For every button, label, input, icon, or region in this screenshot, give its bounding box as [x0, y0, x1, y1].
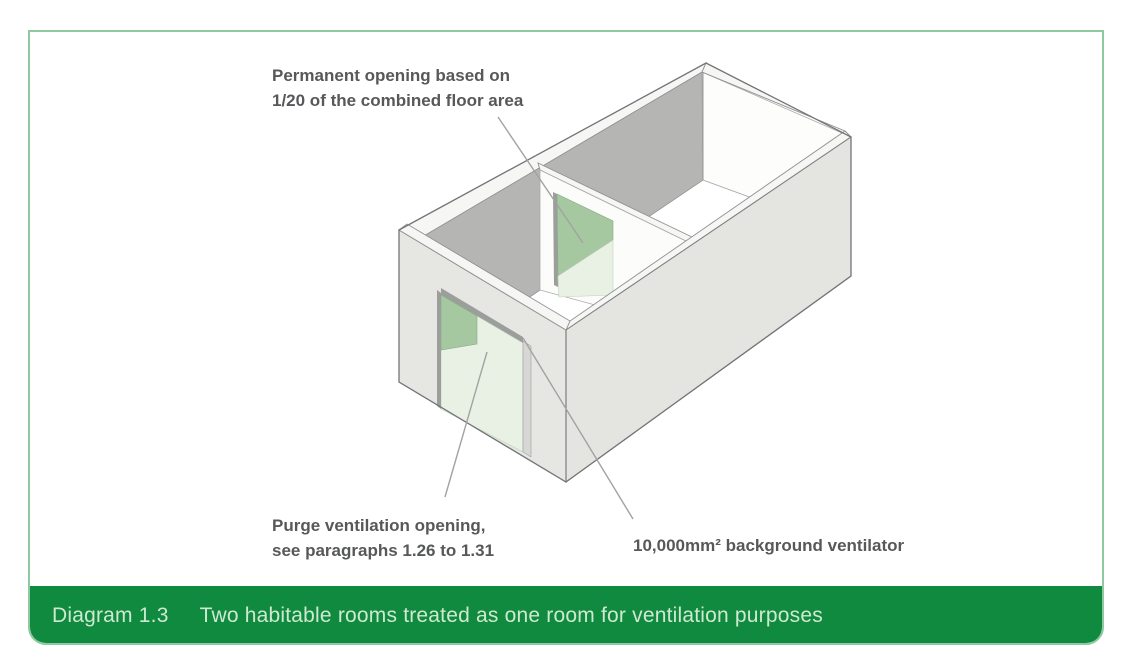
diagram-title: Two habitable rooms treated as one room … — [199, 603, 823, 627]
diagram-caption-bar: Diagram 1.3 Two habitable rooms treated … — [30, 586, 1102, 643]
diagram-number: Diagram 1.3 — [52, 603, 169, 627]
diagram-panel: Diagram 1.3 Two habitable rooms treated … — [28, 30, 1104, 645]
